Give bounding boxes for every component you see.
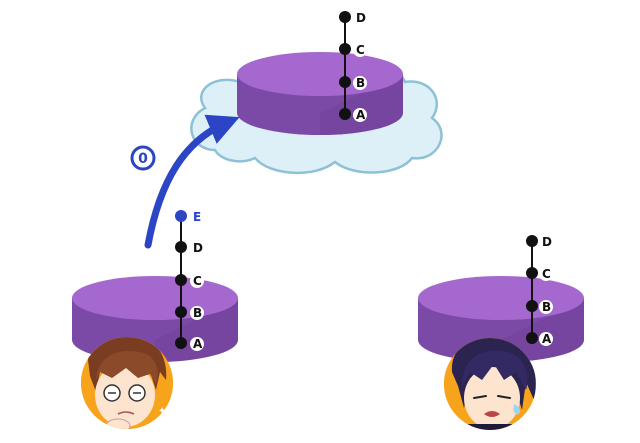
- commit-label: C: [356, 43, 365, 57]
- commit-label: C: [193, 274, 202, 288]
- commit-node: [175, 306, 187, 318]
- commit-node: [175, 274, 187, 286]
- commit-label: B: [193, 306, 202, 320]
- local-commit-graph: E D C B A: [175, 210, 204, 351]
- new-commit-node: [175, 210, 187, 222]
- curved-arrow-icon: [144, 114, 240, 249]
- sweating-developer-avatar-icon: [444, 338, 536, 430]
- commit-node: [175, 241, 187, 253]
- commit-node: [339, 76, 351, 88]
- commit-node: [526, 300, 538, 312]
- commit-label: B: [542, 300, 551, 314]
- remote-database-icon: [237, 52, 403, 135]
- remote-commit-graph: D C B A: [339, 11, 367, 122]
- commit-label: A: [193, 337, 203, 351]
- commit-node: [526, 267, 538, 279]
- remote-repository: D C B A: [190, 11, 443, 174]
- commit-node: [339, 11, 351, 23]
- svg-text:0: 0: [138, 151, 148, 167]
- svg-text:✦: ✦: [158, 406, 166, 417]
- commit-node: [339, 43, 351, 55]
- local-repository-left: E D C B A ✦: [72, 210, 238, 429]
- commit-label: B: [356, 76, 365, 90]
- commit-node: [175, 337, 187, 349]
- local-commit-graph: D C B A: [526, 235, 553, 346]
- commit-node: [526, 235, 538, 247]
- commit-label: D: [542, 235, 552, 249]
- local-repository-right: D C B A: [418, 235, 584, 430]
- commit-label: A: [542, 332, 552, 346]
- commit-label: A: [356, 108, 366, 122]
- commit-label: C: [542, 267, 551, 281]
- step-number-badge: 0: [130, 145, 156, 171]
- commit-label: D: [356, 11, 366, 25]
- commit-label: D: [193, 241, 203, 255]
- push-arrow: 0: [130, 114, 240, 249]
- commit-node: [339, 108, 351, 120]
- new-commit-label: E: [193, 210, 201, 224]
- worried-developer-avatar-icon: ✦: [81, 337, 173, 429]
- commit-node: [526, 332, 538, 344]
